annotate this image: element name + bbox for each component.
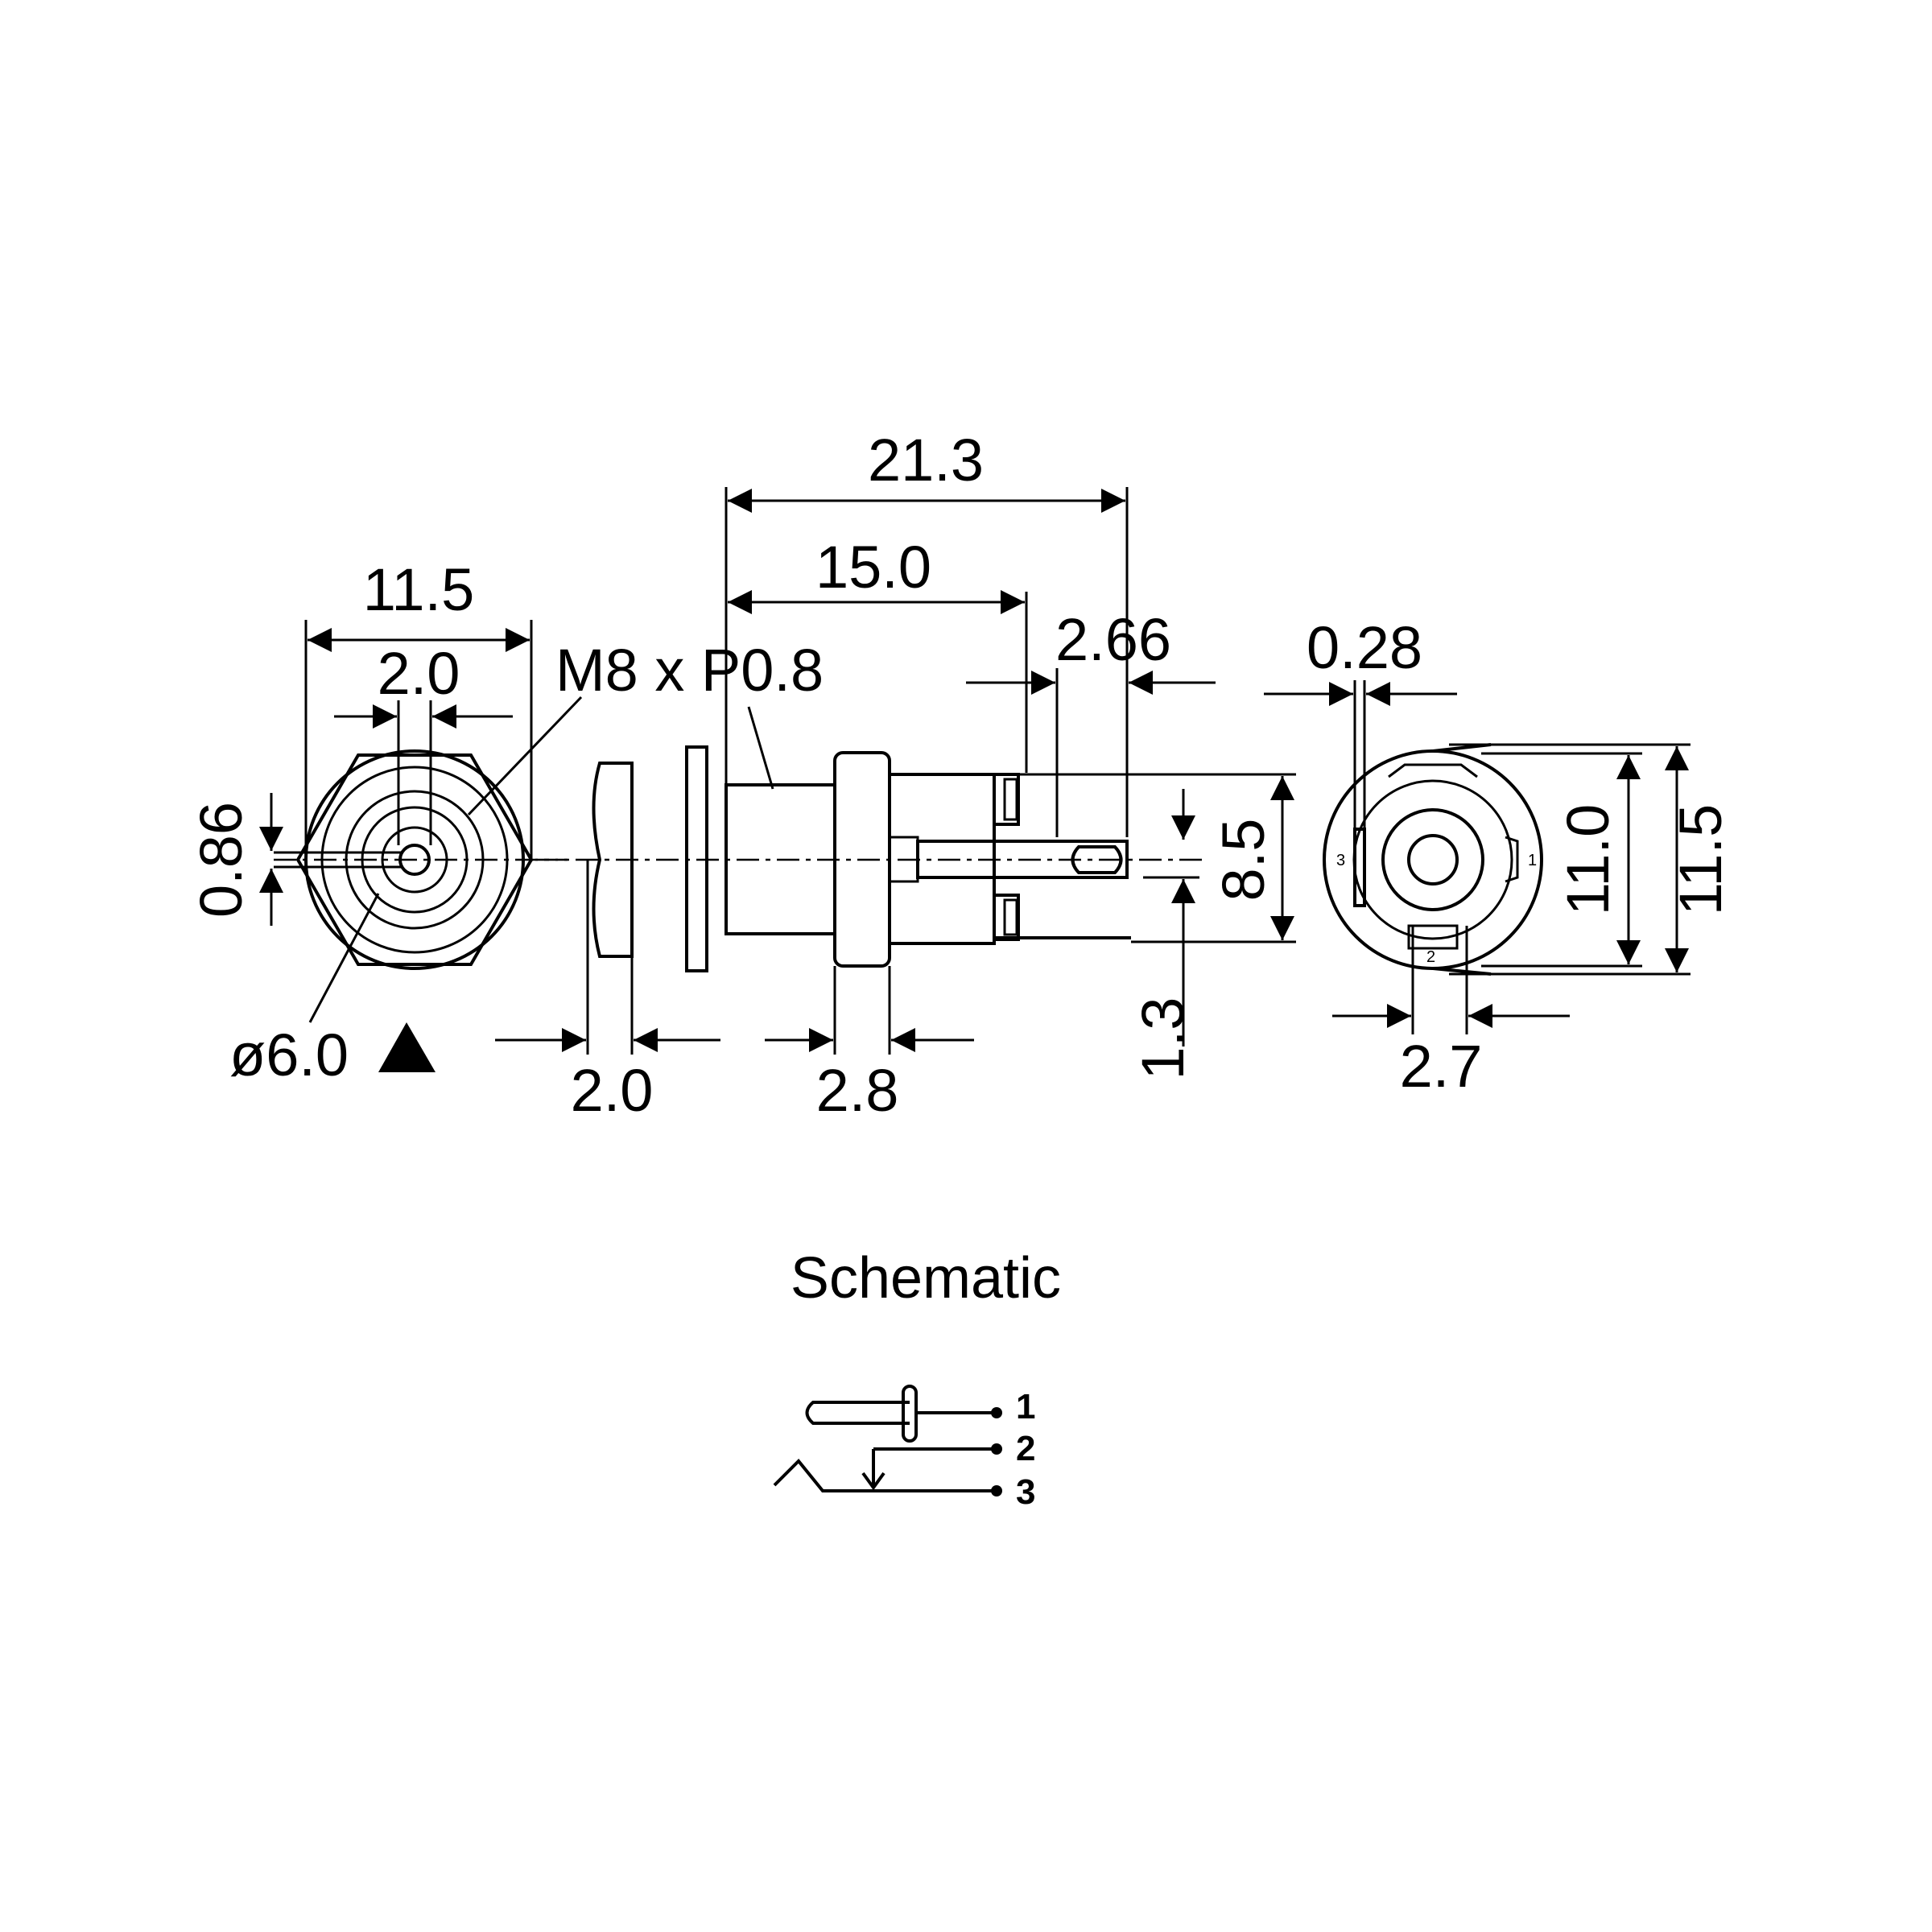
dim-front-diameter: ø6.0 (229, 1022, 349, 1088)
schematic-plug-collar (902, 1385, 918, 1443)
dim-lug-offset: 1.3 (1129, 997, 1196, 1080)
side-lug-top (993, 773, 1020, 826)
triangle-symbol (378, 1022, 436, 1072)
dim-rear-lug-width: 2.7 (1400, 1033, 1483, 1100)
schematic-pin-3-dot (991, 1485, 1002, 1496)
side-nut (592, 762, 634, 958)
schematic-pin-2-dot (991, 1443, 1002, 1455)
dim-rear-height: 8.5 (1210, 819, 1277, 902)
dim-lug-hole: 2.66 (1055, 606, 1171, 673)
schematic-pin-1-label: 1 (1016, 1387, 1035, 1426)
rear-outer-circle (1323, 749, 1543, 970)
dim-rear-inner: 11.0 (1554, 804, 1621, 916)
schematic-pin-1-dot (991, 1407, 1002, 1418)
rear-lug-3 (1353, 828, 1366, 907)
side-pin-slot (1071, 845, 1123, 874)
dim-thread: M8 x P0.8 (555, 637, 824, 704)
front-view: 11.5 2.0 M8 x P0.8 0.86 ø6.0 (188, 556, 824, 1088)
dim-front-pin: 0.86 (188, 802, 254, 918)
rear-pin-1-label: 1 (1528, 852, 1537, 869)
dim-body-length: 15.0 (815, 534, 931, 601)
rear-pin-circle (1407, 834, 1459, 886)
schematic: Schematic 1 2 3 (773, 1246, 1061, 1512)
schematic-plug-pin (805, 1401, 910, 1425)
front-hex-nut (295, 753, 534, 966)
dim-front-width: 11.5 (363, 556, 475, 623)
side-washer (685, 745, 708, 972)
rear-pin-3-label: 3 (1336, 852, 1345, 869)
side-view: 21.3 15.0 2.66 8.5 1.3 2.0 2.8 (495, 427, 1296, 1124)
rear-pin-2-label: 2 (1426, 948, 1435, 966)
dim-front-slot: 2.0 (378, 640, 460, 707)
schematic-title: Schematic (791, 1246, 1061, 1311)
side-center-pin (916, 840, 1129, 879)
side-lug-bottom (993, 894, 1020, 941)
rear-view: 3 1 2 0.28 11.0 11.5 2.7 (1264, 614, 1734, 1100)
dim-rear-lug-thickness: 0.28 (1307, 614, 1422, 681)
dim-rear-outer: 11.5 (1667, 804, 1734, 916)
dim-flange-thickness: 2.8 (816, 1057, 899, 1124)
dim-nut-thickness: 2.0 (571, 1057, 654, 1124)
schematic-pin-2-label: 2 (1016, 1429, 1035, 1468)
dim-overall-length: 21.3 (868, 427, 984, 493)
schematic-sleeve (773, 1459, 994, 1492)
schematic-pin-3-label: 3 (1016, 1472, 1035, 1512)
